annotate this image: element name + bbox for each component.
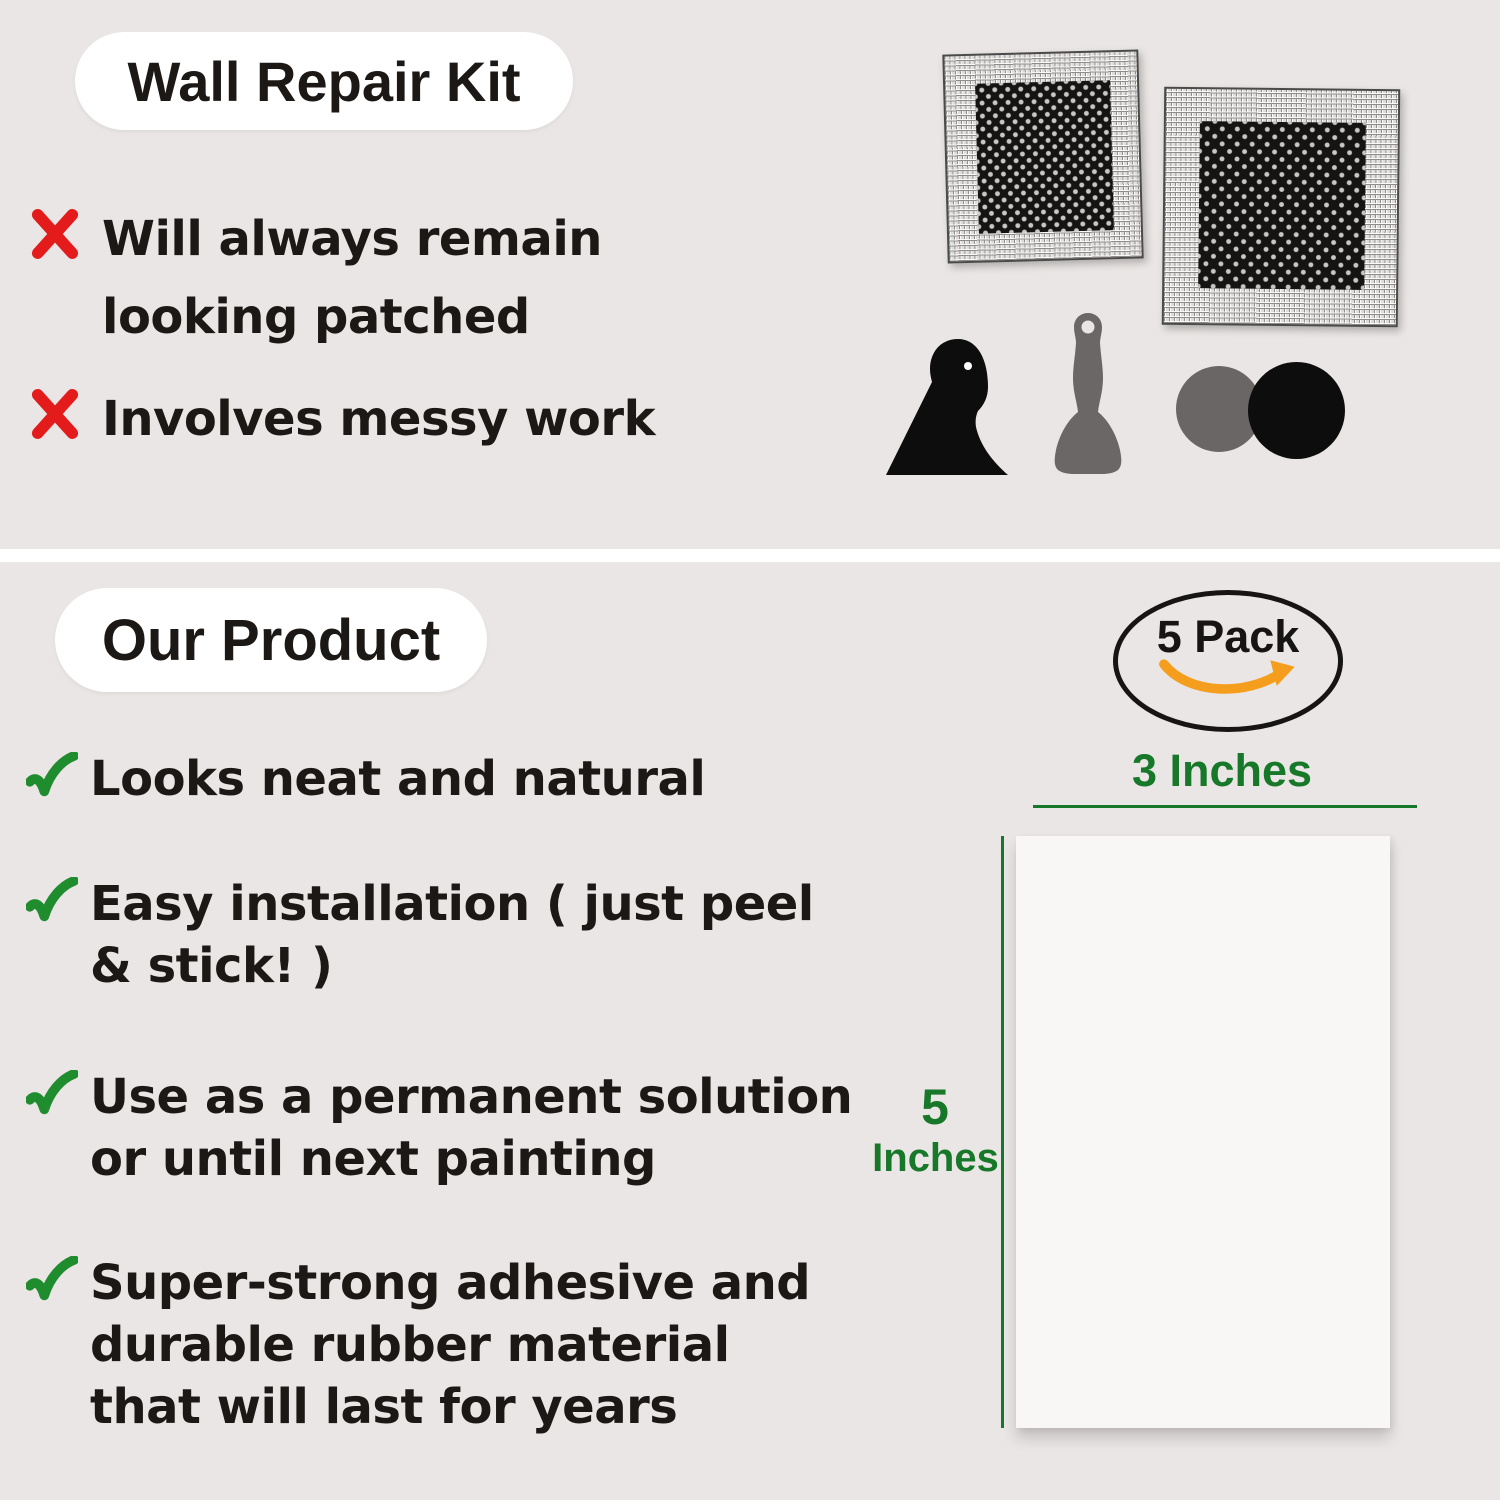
text-line: Super-strong adhesive and — [90, 1255, 811, 1311]
check-icon — [26, 877, 78, 922]
text-line: Use as a permanent solution — [90, 1069, 853, 1125]
pro-item-4: Super-strong adhesive and durable rubber… — [26, 1252, 811, 1438]
pro-text-4: Super-strong adhesive and durable rubber… — [90, 1252, 811, 1438]
mesh-patch-center — [975, 80, 1114, 234]
competitor-section-title: Wall Repair Kit — [75, 32, 573, 130]
section-divider — [0, 549, 1500, 562]
putty-knife — [1054, 313, 1122, 474]
text-line: Easy installation ( just peel — [90, 876, 814, 932]
mesh-patch-center — [1198, 121, 1366, 290]
con-text-2: Involves messy work — [102, 380, 656, 458]
height-dimension-line — [1001, 836, 1004, 1428]
patch-sample — [1016, 836, 1390, 1428]
text-line: Involves messy work — [102, 391, 656, 447]
mesh-patch-large — [1161, 86, 1401, 328]
text-line: Looks neat and natural — [90, 751, 706, 807]
pack-count-label: 5 Pack — [1156, 611, 1300, 662]
pro-text-2: Easy installation ( just peel & stick! ) — [90, 873, 814, 997]
amazon-smile-arrow-icon — [1159, 659, 1295, 694]
width-dimension-line — [1033, 805, 1417, 808]
pro-item-1: Looks neat and natural — [26, 748, 706, 810]
check-icon — [26, 1070, 78, 1115]
adhesive-disc-gray — [1176, 366, 1262, 452]
con-text-1: Will always remain looking patched — [102, 200, 602, 356]
check-icon — [26, 752, 78, 797]
text-line: that will last for years — [90, 1379, 678, 1435]
height-dimension-unit: Inches — [872, 1136, 999, 1180]
pro-item-3: Use as a permanent solution or until nex… — [26, 1066, 853, 1190]
mesh-patch-small — [942, 49, 1144, 264]
pro-text-1: Looks neat and natural — [90, 748, 706, 810]
scraper-tool — [886, 339, 1008, 475]
width-dimension-label: 3 Inches — [1131, 745, 1313, 796]
cross-icon — [31, 388, 79, 439]
text-line: looking patched — [102, 289, 530, 345]
text-line: Will always remain — [102, 211, 602, 267]
con-item-1: Will always remain looking patched — [30, 200, 602, 356]
our-product-title: Our Product — [55, 588, 487, 692]
con-item-2: Involves messy work — [30, 380, 656, 458]
height-dimension-value: 5 — [921, 1079, 949, 1135]
pack-count-badge: 5 Pack — [1113, 590, 1343, 732]
text-line: durable rubber material — [90, 1317, 730, 1373]
check-icon — [26, 1256, 78, 1301]
text-line: or until next painting — [90, 1131, 656, 1187]
pro-item-2: Easy installation ( just peel & stick! ) — [26, 873, 814, 997]
text-line: & stick! ) — [90, 938, 333, 994]
cross-icon — [31, 208, 79, 259]
pro-text-3: Use as a permanent solution or until nex… — [90, 1066, 853, 1190]
adhesive-disc-black — [1248, 362, 1345, 459]
